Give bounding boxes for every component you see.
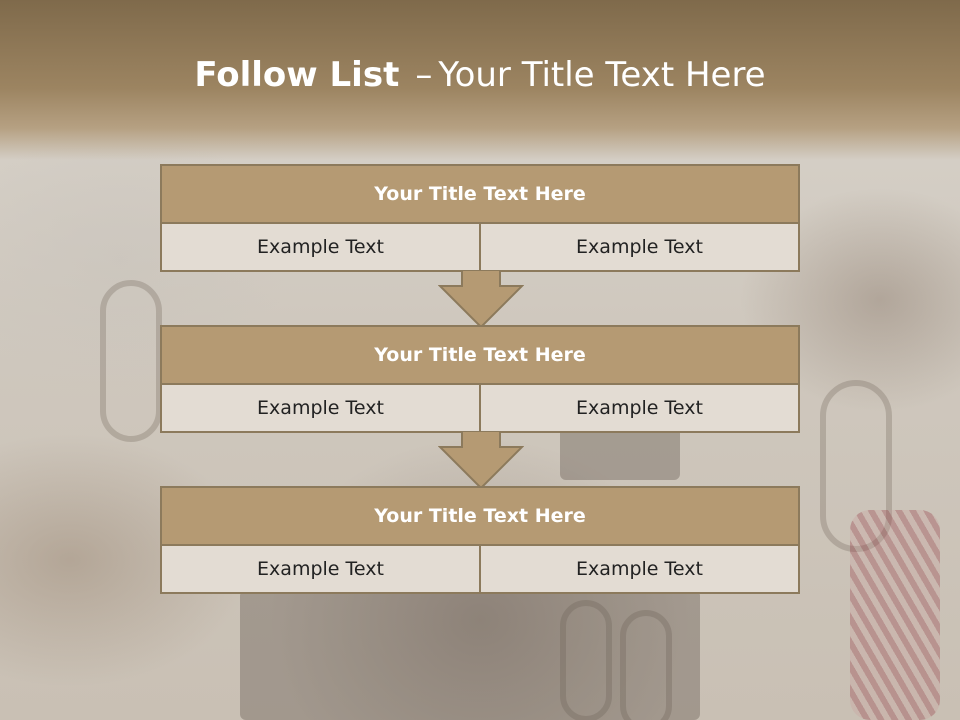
down-arrow-icon — [438, 270, 524, 328]
block-cell-left: Example Text — [162, 546, 479, 592]
block-cell-right: Example Text — [479, 385, 798, 431]
list-block-3: Your Title Text Here Example Text Exampl… — [160, 486, 800, 594]
block-cell-left: Example Text — [162, 224, 479, 270]
block-row: Example Text Example Text — [162, 385, 798, 431]
title-dash: – — [415, 55, 433, 95]
title-rest: Your Title Text Here — [438, 55, 766, 95]
block-title: Your Title Text Here — [162, 488, 798, 546]
block-cell-left: Example Text — [162, 385, 479, 431]
block-title: Your Title Text Here — [162, 327, 798, 385]
block-row: Example Text Example Text — [162, 546, 798, 592]
down-arrow-icon — [438, 431, 524, 489]
header-band — [0, 0, 960, 160]
block-row: Example Text Example Text — [162, 224, 798, 270]
block-title: Your Title Text Here — [162, 166, 798, 224]
list-block-1: Your Title Text Here Example Text Exampl… — [160, 164, 800, 272]
list-block-2: Your Title Text Here Example Text Exampl… — [160, 325, 800, 433]
slide-title: Follow List–Your Title Text Here — [0, 52, 960, 98]
block-cell-right: Example Text — [479, 546, 798, 592]
block-cell-right: Example Text — [479, 224, 798, 270]
title-bold: Follow List — [194, 55, 400, 95]
